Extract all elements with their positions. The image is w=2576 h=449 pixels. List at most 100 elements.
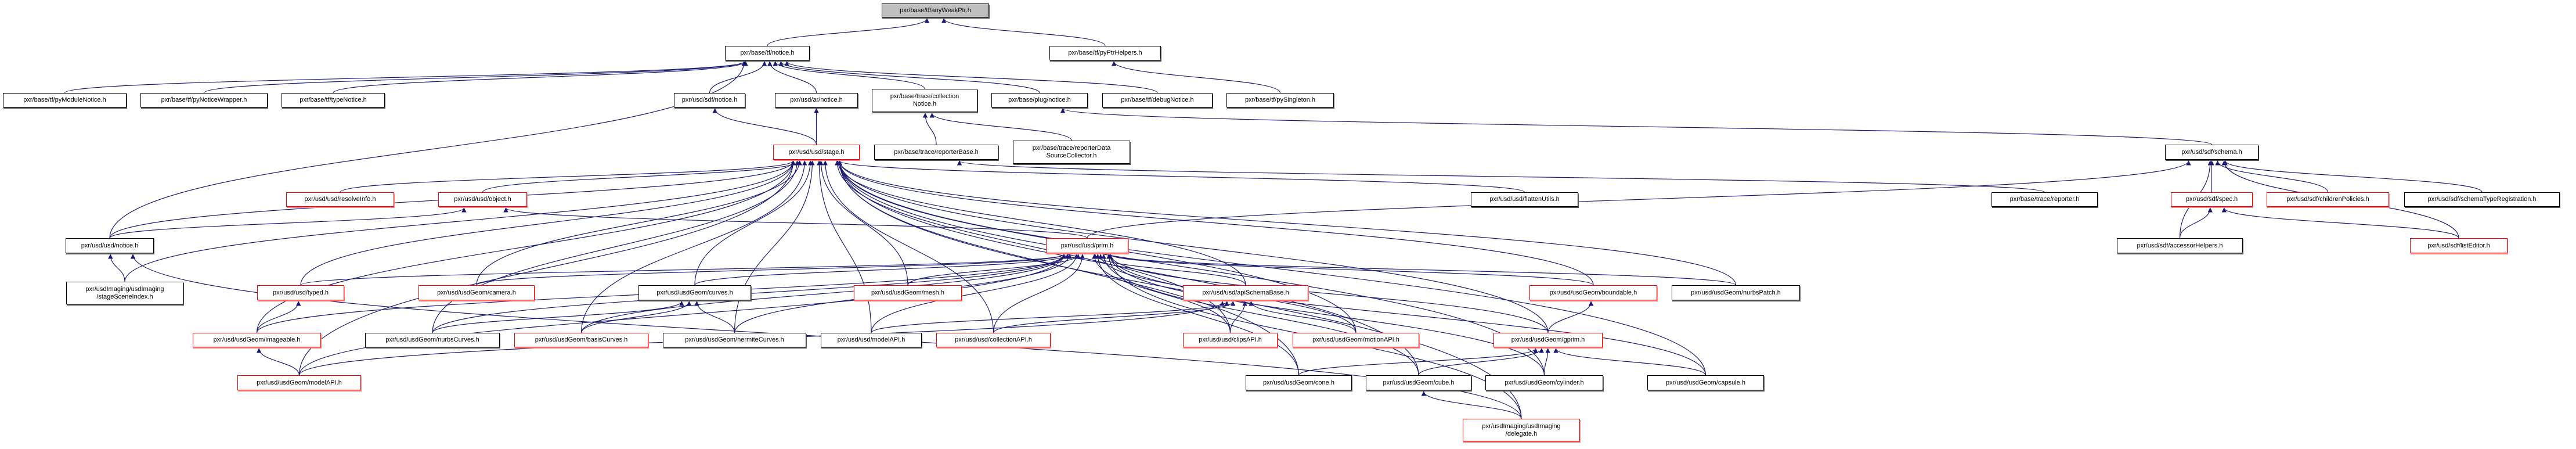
graph-node-reporter[interactable]: pxr/base/trace/reporter.h xyxy=(1991,192,2098,207)
node-label: pxr/base/tf/notice.h xyxy=(740,49,795,56)
edge-basisCurves-to-curves xyxy=(580,301,692,333)
edge-collectionAPI-to-apiSchemaBase xyxy=(993,301,1236,333)
graph-node-prim[interactable]: pxr/usd/usd/prim.h xyxy=(1046,238,1128,253)
graph-node-resolveInfo[interactable]: pxr/usd/usd/resolveInfo.h xyxy=(286,192,394,207)
graph-node-plugNotice[interactable]: pxr/base/plug/notice.h xyxy=(991,93,1088,107)
graph-node-object[interactable]: pxr/usd/usd/object.h xyxy=(438,192,527,207)
graph-node-delegate[interactable]: pxr/usdImaging/usdImaging /delegate.h xyxy=(1463,419,1580,441)
graph-node-childrenPolicies[interactable]: pxr/usd/sdf/childrenPolicies.h xyxy=(2267,192,2389,207)
edge-delegate-to-stage xyxy=(837,160,1522,419)
edge-usdModelAPI-to-prim xyxy=(871,254,1079,333)
graph-node-motionAPI[interactable]: pxr/usd/usdGeom/motionAPI.h xyxy=(1293,333,1419,347)
graph-node-camera[interactable]: pxr/usd/usdGeom/camera.h xyxy=(418,285,535,300)
edge-childrenPolicies-to-schema xyxy=(2215,160,2329,193)
edge-usdNotice-to-object xyxy=(109,207,467,239)
graph-node-stage[interactable]: pxr/usd/usd/stage.h xyxy=(773,145,860,160)
node-label: pxr/usd/usdGeom/imageable.h xyxy=(213,336,301,343)
node-label: pxr/usd/usdGeom/gprim.h xyxy=(1511,336,1585,343)
graph-node-sdfNotice[interactable]: pxr/usd/sdf/notice.h xyxy=(674,93,745,107)
graph-node-clipsAPI[interactable]: pxr/usd/usd/clipsAPI.h xyxy=(1183,333,1278,347)
graph-node-collectionAPI[interactable]: pxr/usd/usd/collectionAPI.h xyxy=(936,333,1051,347)
graph-node-reporterDSC[interactable]: pxr/base/trace/reporterData SourceCollec… xyxy=(1013,141,1130,164)
edge-gprim-to-stage xyxy=(837,160,1549,333)
edge-hermiteCurves-to-stage xyxy=(734,160,815,333)
node-label: pxr/base/tf/pyModuleNotice.h xyxy=(23,96,106,103)
edge-usdModelAPI-to-stage xyxy=(817,160,872,333)
graph-node-typed[interactable]: pxr/usd/usd/typed.h xyxy=(257,285,344,300)
graph-node-debugNotice[interactable]: pxr/base/tf/debugNotice.h xyxy=(1102,93,1213,107)
graph-node-collectionNotice[interactable]: pxr/base/trace/collection Notice.h xyxy=(872,89,977,112)
graph-node-pyModuleNotice[interactable]: pxr/base/tf/pyModuleNotice.h xyxy=(3,93,127,107)
node-label: pxr/usd/sdf/spec.h xyxy=(2185,196,2238,203)
node-label: pxr/usdImaging/usdImaging /delegate.h xyxy=(1482,422,1561,437)
node-label: pxr/usd/usd/clipsAPI.h xyxy=(1199,336,1262,343)
graph-node-cylinder[interactable]: pxr/usd/usdGeom/cylinder.h xyxy=(1485,375,1603,390)
edge-capsule-to-prim xyxy=(1107,254,1706,376)
node-label: pxr/usd/usdGeom/nurbsCurves.h xyxy=(385,336,479,343)
graph-node-typeNotice[interactable]: pxr/base/tf/typeNotice.h xyxy=(282,93,385,107)
graph-node-schema[interactable]: pxr/usd/sdf/schema.h xyxy=(2165,145,2258,160)
graph-node-arNotice[interactable]: pxr/usd/ar/notice.h xyxy=(775,93,858,107)
graph-node-capsule[interactable]: pxr/usd/usdGeom/capsule.h xyxy=(1647,375,1764,390)
node-label: pxr/usd/usdGeom/cube.h xyxy=(1383,379,1455,386)
edge-usdModelAPI-to-apiSchemaBase xyxy=(871,301,1229,333)
node-label: pxr/usd/usdGeom/camera.h xyxy=(437,289,516,296)
graph-node-cube[interactable]: pxr/usd/usdGeom/cube.h xyxy=(1366,375,1471,390)
graph-node-basisCurves[interactable]: pxr/usd/usdGeom/basisCurves.h xyxy=(514,333,648,347)
graph-node-listEditor[interactable]: pxr/usd/sdf/listEditor.h xyxy=(2410,238,2508,253)
graph-node-flattenUtils[interactable]: pxr/usd/usd/flattenUtils.h xyxy=(1471,192,1578,207)
edge-camera-to-prim xyxy=(476,254,1066,286)
node-label: pxr/usd/usd/stage.h xyxy=(788,148,845,156)
graph-node-apiSchemaBase[interactable]: pxr/usd/usd/apiSchemaBase.h xyxy=(1183,285,1308,300)
node-label: pxr/base/tf/anyWeakPtr.h xyxy=(900,6,971,14)
node-label: pxr/base/trace/reporterBase.h xyxy=(894,148,979,156)
edge-cone-to-prim xyxy=(1095,254,1300,376)
graph-node-schemaTypeRegistration[interactable]: pxr/usd/sdf/schemaTypeRegistration.h xyxy=(2404,192,2560,207)
edge-resolveInfo-to-stage xyxy=(340,160,796,193)
graph-node-accessorHelpers[interactable]: pxr/usd/sdf/accessorHelpers.h xyxy=(2117,238,2243,253)
graph-node-imageable[interactable]: pxr/usd/usdGeom/imageable.h xyxy=(193,333,321,347)
graph-node-pyNoticeWrapper[interactable]: pxr/base/tf/pyNoticeWrapper.h xyxy=(140,93,268,107)
graph-node-gprim[interactable]: pxr/usd/usdGeom/gprim.h xyxy=(1493,333,1603,347)
graph-node-geomModelAPI[interactable]: pxr/usd/usdGeom/modelAPI.h xyxy=(237,375,361,390)
graph-node-nurbsPatch[interactable]: pxr/usd/usdGeom/nurbsPatch.h xyxy=(1672,285,1800,300)
edge-typed-to-stage xyxy=(300,160,796,286)
graph-node-boundable[interactable]: pxr/usd/usdGeom/boundable.h xyxy=(1529,285,1657,300)
edge-geomModelAPI-to-prim xyxy=(298,254,1067,376)
graph-node-usdNotice[interactable]: pxr/usd/usd/notice.h xyxy=(66,238,154,253)
graph-node-tfNotice[interactable]: pxr/base/tf/notice.h xyxy=(725,46,810,60)
graph-node-stageSceneIndex[interactable]: pxr/usdImaging/usdImaging /stageSceneInd… xyxy=(66,282,183,304)
node-label: pxr/usd/usdGeom/mesh.h xyxy=(871,289,944,296)
graph-node-anyWeakPtr[interactable]: pxr/base/tf/anyWeakPtr.h xyxy=(882,3,989,17)
edge-boundable-to-prim xyxy=(1108,254,1594,286)
edge-debugNotice-to-tfNotice xyxy=(784,61,1158,94)
graph-node-nurbsCurves[interactable]: pxr/usd/usdGeom/nurbsCurves.h xyxy=(365,333,500,347)
graph-node-pyPtrHelpers[interactable]: pxr/base/tf/pyPtrHelpers.h xyxy=(1049,46,1161,60)
graph-node-pySingleton[interactable]: pxr/base/tf/pySingleton.h xyxy=(1226,93,1334,107)
edge-flattenUtils-to-stage xyxy=(837,160,1525,193)
node-label: pxr/base/tf/pySingleton.h xyxy=(1244,96,1316,103)
graph-node-usdModelAPI[interactable]: pxr/usd/usd/modelAPI.h xyxy=(821,333,922,347)
edge-pyNoticeWrapper-to-tfNotice xyxy=(203,61,746,94)
graph-node-mesh[interactable]: pxr/usd/usdGeom/mesh.h xyxy=(854,285,962,300)
edge-stageSceneIndex-to-stage xyxy=(124,160,796,282)
edge-delegate-to-cube xyxy=(1421,391,1522,419)
node-label: pxr/usd/usdGeom/cylinder.h xyxy=(1505,379,1584,386)
graph-node-cone[interactable]: pxr/usd/usdGeom/cone.h xyxy=(1246,375,1352,390)
node-label: pxr/base/plug/notice.h xyxy=(1008,96,1071,103)
edge-curves-to-stage xyxy=(694,160,813,286)
graph-node-hermiteCurves[interactable]: pxr/usd/usdGeom/hermiteCurves.h xyxy=(663,333,806,347)
node-label: pxr/usd/sdf/schema.h xyxy=(2181,148,2242,156)
graph-node-spec[interactable]: pxr/usd/sdf/spec.h xyxy=(2171,192,2253,207)
edge-reporterDSC-to-collectionNotice xyxy=(929,113,1072,141)
edge-cylinder-to-prim xyxy=(1107,254,1545,376)
edge-pySingleton-to-pyPtrHelpers xyxy=(1111,61,1281,94)
graph-node-curves[interactable]: pxr/usd/usdGeom/curves.h xyxy=(638,285,751,300)
edge-clipsAPI-to-prim xyxy=(1092,254,1231,333)
graph-node-reporterBase[interactable]: pxr/base/trace/reporterBase.h xyxy=(874,145,998,160)
node-label: pxr/usd/usd/typed.h xyxy=(272,289,329,296)
edge-schemaTypeRegistration-to-schema xyxy=(2223,160,2483,193)
node-label: pxr/usd/usdGeom/capsule.h xyxy=(1666,379,1745,386)
node-label: pxr/base/trace/reporter.h xyxy=(2009,196,2080,203)
edge-cube-to-prim xyxy=(1101,254,1419,376)
